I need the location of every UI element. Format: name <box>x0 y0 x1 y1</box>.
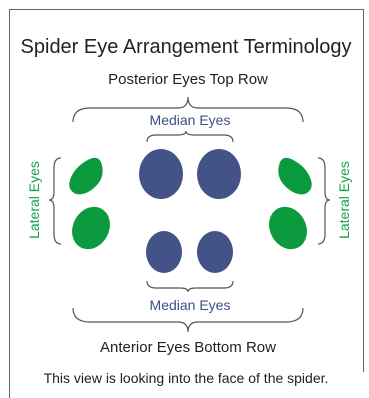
diagram-border <box>10 10 364 394</box>
posterior-median-eye-right <box>197 149 241 199</box>
anterior-median-eye-right <box>197 231 233 273</box>
lateral-eyes-left-label: Lateral Eyes <box>26 161 42 239</box>
median-eyes-bottom-label: Median Eyes <box>150 297 231 313</box>
anterior-row-label: Anterior Eyes Bottom Row <box>100 339 276 356</box>
view-caption: This view is looking into the face of th… <box>44 370 329 386</box>
anterior-median-eye-left <box>146 231 182 273</box>
posterior-median-eye-left <box>139 149 183 199</box>
diagram-title: Spider Eye Arrangement Terminology <box>21 36 352 58</box>
posterior-row-label: Posterior Eyes Top Row <box>108 71 268 88</box>
lateral-eyes-right-label: Lateral Eyes <box>336 161 352 239</box>
median-eyes-top-label: Median Eyes <box>150 112 231 128</box>
